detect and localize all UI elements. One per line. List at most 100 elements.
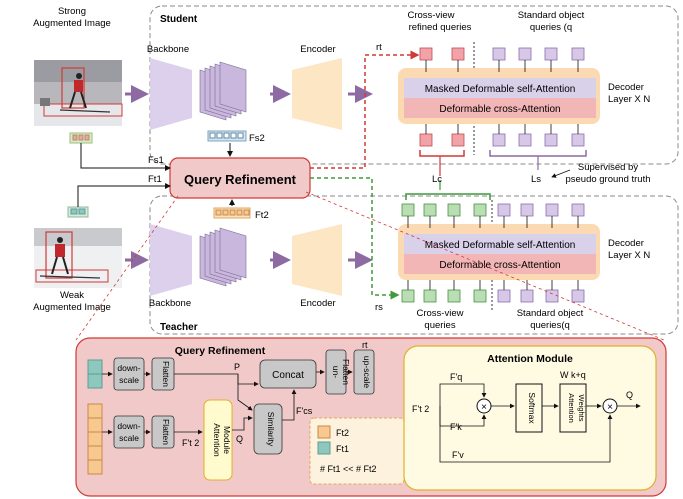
qr-concat-label: Concat [272, 370, 304, 381]
student-cross-attention [404, 98, 596, 118]
am-softmax-label: Softmax [527, 392, 537, 424]
qr-ft2-label: F't 2 [182, 438, 199, 448]
ls-label: Ls [531, 174, 541, 185]
qr-upscale: up-scale [362, 356, 372, 388]
supervised-label-2: pseudo ground truth [565, 174, 650, 185]
cross-view-refined-label-2: refined queries [409, 22, 472, 33]
rt-label: rt [376, 42, 382, 53]
qr-downscale-bottom-1: down- [117, 421, 140, 431]
cross-view-refined-label-1: Cross-view [408, 10, 455, 21]
strong-augmented-image [34, 60, 123, 126]
student-refined-queries [419, 47, 465, 61]
teacher-feature-stack [199, 227, 247, 287]
qr-similarity-label: Similarity [266, 412, 276, 447]
teacher-top-cross-queries [401, 203, 487, 217]
ft2-label: Ft2 [255, 210, 269, 221]
teacher-cross-bracket [405, 193, 491, 200]
ft1-token-strip [67, 206, 89, 218]
teacher-label: Teacher [160, 322, 198, 333]
supervised-arrow [551, 169, 571, 178]
student-standard-queries [492, 47, 585, 61]
student-encoder-trapezoid [292, 58, 342, 130]
teacher-encoder-label: Encoder [300, 298, 335, 309]
teacher-self-attention [404, 234, 596, 254]
teacher-cross-attention-label: Deformable cross-Attention [439, 260, 560, 271]
lc-label: Lc [432, 174, 442, 185]
fs1-token-strip [69, 132, 93, 144]
teacher-cross-view-label-2: queries [424, 320, 455, 331]
qr-q-label: Q [236, 434, 243, 444]
fs2-token-strip [207, 130, 247, 142]
supervised-label-1: Supervised by [578, 162, 638, 173]
ft1-connector [77, 183, 171, 207]
qr-blocks [113, 349, 375, 455]
qr-rt-label: rt [362, 340, 368, 350]
am-weights-label-1: Attention [567, 393, 576, 423]
teacher-decoder-layer-1: Decoder [608, 238, 644, 249]
am-fv-label: F'v [452, 450, 464, 460]
student-query-arrows [425, 60, 579, 134]
am-fk-label: F'k [450, 422, 462, 432]
qr-downscale-bottom-2: scale [119, 433, 139, 443]
student-refined-bracket [419, 150, 465, 157]
legend-count-label: # Ft1 << # Ft2 [320, 464, 377, 474]
teacher-cross-view-label-1: Cross-view [417, 308, 464, 319]
ft2-token-strip [213, 207, 251, 219]
zoom-line-right [305, 191, 665, 341]
student-label: Student [160, 14, 198, 25]
student-self-attention [404, 78, 596, 98]
qr-attn-module-label-2: Module [222, 426, 232, 454]
attention-module-title: Attention Module [487, 353, 573, 365]
qr-attn-module-label-1: Attention [212, 423, 222, 457]
qr-orange-tokens [87, 403, 103, 475]
qr-downscale-top-2: scale [119, 375, 139, 385]
student-decoder-layer-2: Layer X N [608, 94, 650, 105]
qr-unflatten-1: un- [331, 366, 341, 378]
strong-label-1: Strong [58, 6, 86, 17]
ft1-label: Ft1 [148, 174, 162, 185]
legend-teal-swatch [317, 441, 331, 455]
am-weights-label-2: Weights [577, 395, 586, 422]
legend-ft1-label: Ft1 [336, 444, 349, 454]
query-refinement-label: Query Refinement [184, 172, 297, 187]
qr-downscale-top-1: down- [117, 363, 140, 373]
am-weights-box [559, 383, 587, 433]
am-connectors [439, 383, 641, 463]
teacher-self-attention-label: Masked Deformable self-Attention [425, 240, 576, 251]
fs2-label: Fs2 [249, 133, 265, 144]
teacher-backbone-label: Backbone [149, 298, 191, 309]
student-output-standard [492, 133, 585, 147]
teacher-cross-attention [404, 254, 596, 274]
qr-attention-module-box [203, 399, 233, 481]
teacher-encoder-trapezoid [292, 224, 342, 296]
qr-panel-title: Query Refinement [175, 345, 266, 357]
legend-orange-swatch [317, 425, 331, 439]
qr-p-label: P [234, 362, 240, 372]
am-softmax-box [515, 383, 543, 433]
strong-label-2: Augmented Image [33, 18, 111, 29]
qr-teal-tokens [87, 359, 103, 389]
student-output-refined [419, 133, 465, 147]
fs1-label: Fs1 [148, 155, 164, 166]
am-ft2-label: F't 2 [412, 404, 429, 414]
am-wkq-label: W k+q [560, 370, 586, 380]
student-decoder-layer-1: Decoder [608, 82, 644, 93]
teacher-standard-label-1: Standard object [517, 308, 584, 319]
weak-augmented-image [34, 228, 122, 288]
am-multiply-1-glyph: × [481, 402, 487, 413]
qr-flatten-bottom: Flatten [161, 419, 171, 445]
am-q-label: Q [626, 390, 633, 400]
student-backbone-label: Backbone [147, 44, 189, 55]
rs-label: rs [375, 302, 383, 313]
student-standard-bracket [489, 150, 587, 157]
am-multiply-2-glyph: × [607, 402, 613, 413]
student-feature-stack [199, 61, 247, 121]
student-cross-attention-label: Deformable cross-Attention [439, 104, 560, 115]
fs1-connector [80, 143, 171, 171]
legend-ft2-label: Ft2 [336, 428, 349, 438]
teacher-bottom-standard-queries [497, 289, 585, 303]
qr-connectors [102, 369, 353, 435]
standard-queries-s-label-1: Standard object [518, 10, 585, 21]
teacher-bottom-cross-queries [401, 289, 487, 303]
